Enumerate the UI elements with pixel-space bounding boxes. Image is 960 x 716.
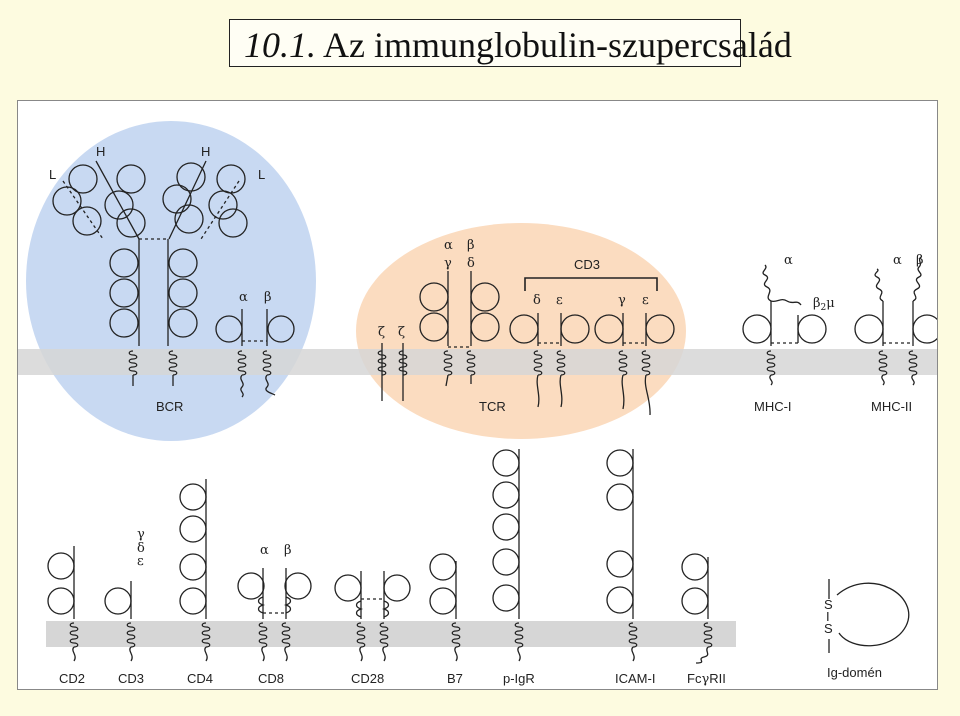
b7-label: B7 xyxy=(447,671,463,686)
b2m-beta: β xyxy=(813,296,821,311)
cd3-eps2-label: ε xyxy=(642,293,649,308)
cd28-label: CD28 xyxy=(351,671,384,686)
fcgr-post: RII xyxy=(709,671,726,686)
cd3-label: CD3 xyxy=(118,671,144,686)
cd3-delta-label: δ xyxy=(533,293,541,308)
title-text: Az immunglobulin-szupercsalád xyxy=(323,25,792,65)
mhc1-label: MHC-I xyxy=(754,399,792,414)
bcr-label: BCR xyxy=(156,399,183,414)
tcr-delta-label: δ xyxy=(467,256,475,271)
tcr-zeta2-label: ζ xyxy=(398,325,405,340)
cd3-gamma-small: γ xyxy=(137,527,145,542)
cd4-label: CD4 xyxy=(187,671,213,686)
legend-s2: S xyxy=(824,621,833,636)
cd3-molecule xyxy=(104,581,136,662)
cd8-beta-label: β xyxy=(284,543,292,558)
b7-molecule xyxy=(429,553,461,662)
page-title: 10.1. Az immunglobulin-szupercsalád xyxy=(244,24,792,66)
legend-s1: S xyxy=(824,597,833,612)
b2m-mu: μ xyxy=(826,296,834,311)
legend-bar: I xyxy=(826,609,830,624)
bcr-molecule xyxy=(52,160,295,398)
legend-label: Ig-domén xyxy=(827,665,882,680)
cd2-molecule xyxy=(47,546,79,662)
cd8-label: CD8 xyxy=(258,671,284,686)
tcr-molecule xyxy=(377,271,675,416)
cd3-complex-label: CD3 xyxy=(574,257,600,272)
tcr-gamma-label: γ xyxy=(444,256,452,271)
fcgr-gamma: γ xyxy=(701,672,709,687)
pigr-label: p-IgR xyxy=(503,671,535,686)
ig-superfamily-diagram: H H L L α β BCR ζ ζ α γ β δ CD3 δ ε γ ε … xyxy=(18,121,937,687)
bcr-alpha-label: α xyxy=(239,290,248,305)
diagram-shapes xyxy=(47,160,937,664)
cd8-alpha-label: α xyxy=(260,543,269,558)
cd28-molecule xyxy=(334,571,411,662)
icam-molecule xyxy=(606,449,638,662)
top-membrane xyxy=(18,349,937,375)
ig-domain-legend xyxy=(828,579,910,653)
bottom-membrane xyxy=(46,621,736,647)
tcr-region xyxy=(356,223,686,439)
diagram-panel: H H L L α β BCR ζ ζ α γ β δ CD3 δ ε γ ε … xyxy=(17,100,938,690)
tcr-zeta1-label: ζ xyxy=(378,325,385,340)
title-number: 10.1. xyxy=(244,25,316,65)
bcr-light-left-label: L xyxy=(49,167,56,182)
fcgr-label: FcγRII xyxy=(687,671,726,687)
pigr-molecule xyxy=(492,449,524,662)
mhc1-alpha-label: α xyxy=(784,253,793,268)
mhc2-label: MHC-II xyxy=(871,399,912,414)
cd3-eps1-label: ε xyxy=(556,293,563,308)
bcr-heavy-right-label: H xyxy=(201,144,210,159)
bcr-light-right-label: L xyxy=(258,167,265,182)
mhc2-beta-label: β xyxy=(916,253,924,268)
fcgr-pre: Fc xyxy=(687,671,702,686)
mhc2-alpha-label: α xyxy=(893,253,902,268)
mhc1-molecule xyxy=(742,264,827,386)
fcgr-molecule xyxy=(681,553,713,664)
tcr-beta-label: β xyxy=(467,238,475,253)
tcr-alpha-label: α xyxy=(444,238,453,253)
cd4-molecule xyxy=(179,479,211,662)
bcr-beta-label: β xyxy=(264,290,272,305)
mhc1-b2m-label: β2μ xyxy=(813,296,835,313)
title-box: 10.1. Az immunglobulin-szupercsalád xyxy=(229,19,792,67)
tcr-label: TCR xyxy=(479,399,506,414)
icam-label: ICAM-I xyxy=(615,671,655,686)
mhc2-molecule xyxy=(854,256,937,386)
b2m-sub: 2 xyxy=(821,303,827,313)
cd3-gamma-label: γ xyxy=(618,293,626,308)
cd8-molecule xyxy=(237,568,312,662)
cd2-label: CD2 xyxy=(59,671,85,686)
cd3-eps-small: ε xyxy=(137,554,144,569)
bcr-region xyxy=(26,121,316,441)
bcr-heavy-left-label: H xyxy=(96,144,105,159)
diagram-labels: H H L L α β BCR ζ ζ α γ β δ CD3 δ ε γ ε … xyxy=(49,144,924,687)
cd3-delta-small: δ xyxy=(137,541,145,556)
